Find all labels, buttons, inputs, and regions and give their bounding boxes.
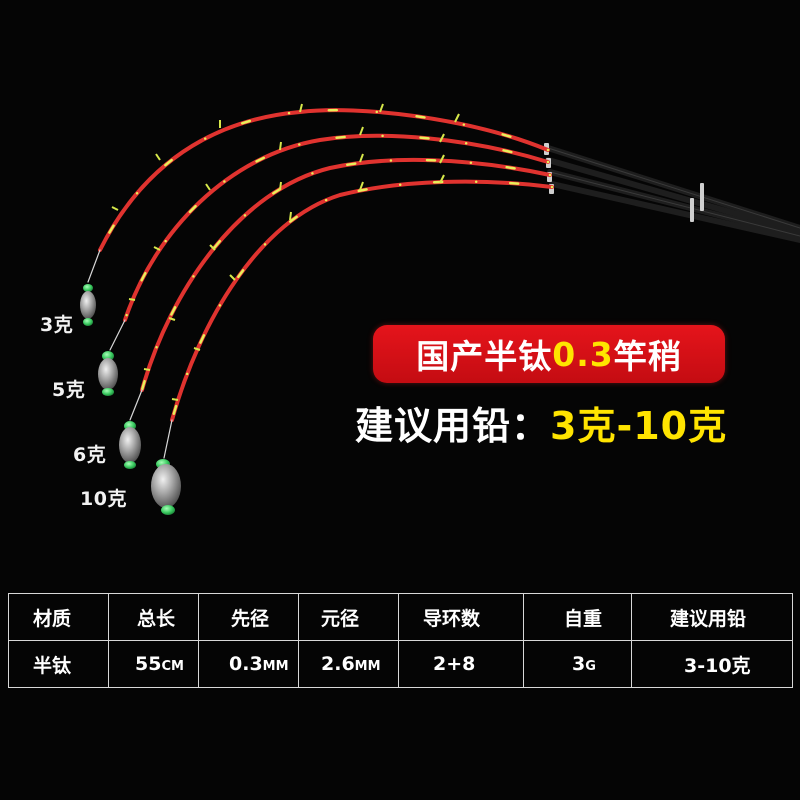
headline-suffix: 竿稍	[613, 337, 682, 376]
sinker-3g	[80, 284, 96, 326]
weight-label-6g: 6克	[73, 444, 107, 466]
spec-header-tip-diameter: 先径	[198, 593, 299, 641]
spec-header-guide-count: 导环数	[398, 593, 524, 641]
spec-value-guide-count: 2+8	[398, 640, 524, 688]
weight-label-10g: 10克	[80, 488, 127, 510]
spec-value-base-diameter: 2.6MM	[298, 640, 399, 688]
recommended-sinker-line: 建议用铅：3克-10克	[355, 395, 775, 450]
rod-tip-4	[163, 179, 554, 459]
spec-header-material: 材质	[8, 593, 109, 641]
recommend-value: 3克-10克	[550, 404, 728, 448]
spec-header-sinker: 建议用铅	[631, 593, 793, 641]
weight-label-5g: 5克	[52, 379, 86, 401]
sinker-10g	[151, 459, 181, 515]
spec-header-length: 总长	[108, 593, 199, 641]
weight-label-3g: 3克	[40, 314, 74, 336]
headline-text: 国产半钛	[416, 337, 553, 376]
spec-value-length-unit: CM	[161, 659, 184, 674]
spec-value-weight-unit: G	[585, 659, 596, 674]
guide-rings	[111, 103, 460, 401]
recommend-label: 建议用铅：	[355, 404, 551, 448]
spec-value-material-text: 半钛	[33, 654, 72, 677]
spec-value-length: 55CM	[108, 640, 199, 688]
spec-value-sinker: 3-10克	[631, 640, 793, 688]
spec-table: 材质 总长 先径 元径 导环数 自重 建议用铅 半钛 55CM 0.3MM 2.…	[8, 593, 793, 688]
headline-accent: 0.3	[552, 334, 614, 374]
spec-value-tip-diameter-unit: MM	[262, 659, 289, 674]
sinker-6g	[119, 421, 141, 469]
spec-value-weight-text: 3	[572, 653, 586, 675]
spec-value-length-text: 55	[135, 653, 162, 675]
rod-tip-3	[129, 157, 552, 421]
spec-header-weight: 自重	[523, 593, 632, 641]
spec-value-material: 半钛	[8, 640, 109, 688]
spec-value-row: 半钛 55CM 0.3MM 2.6MM 2+8 3G 3-10克	[8, 640, 793, 688]
spec-header-base-diameter: 元径	[298, 593, 399, 641]
rod-tip-2	[109, 133, 550, 351]
spec-value-weight: 3G	[523, 640, 632, 688]
spec-value-base-diameter-text: 2.6	[321, 653, 355, 675]
spec-value-base-diameter-unit: MM	[354, 659, 381, 674]
rod-butts	[545, 145, 800, 243]
spec-value-guide-count-text: 2+8	[433, 653, 476, 675]
spec-value-tip-diameter: 0.3MM	[198, 640, 299, 688]
rod-tip-1	[87, 108, 550, 283]
spec-header-row: 材质 总长 先径 元径 导环数 自重 建议用铅	[8, 593, 793, 641]
spec-value-sinker-text: 3-10克	[684, 654, 751, 677]
sinker-5g	[98, 351, 118, 396]
spec-value-tip-diameter-text: 0.3	[229, 653, 263, 675]
